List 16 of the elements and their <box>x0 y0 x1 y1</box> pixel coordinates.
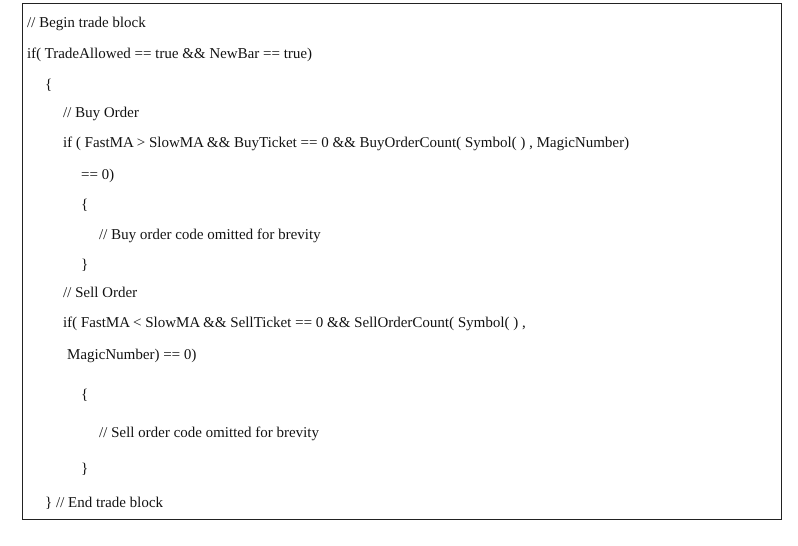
code-line: } // End trade block <box>45 494 164 512</box>
code-line: MagicNumber) == 0) <box>67 346 196 364</box>
code-line: { <box>81 386 88 404</box>
code-line: // Sell order code omitted for brevity <box>99 424 319 442</box>
code-line: // Sell Order <box>63 284 138 302</box>
code-line: // Buy order code omitted for brevity <box>99 226 321 244</box>
code-line: // Begin trade block <box>27 14 146 32</box>
code-line: if( FastMA < SlowMA && SellTicket == 0 && SellOrderCount( Symbol( ) , <box>63 314 526 332</box>
code-line: } <box>81 460 88 478</box>
code-line: // Buy Order <box>63 104 139 122</box>
code-line: } <box>81 256 88 274</box>
code-line: { <box>45 76 52 94</box>
code-line: == 0) <box>81 166 114 184</box>
code-line: if( TradeAllowed == true && NewBar == true) <box>27 45 312 63</box>
code-line: if ( FastMA > SlowMA && BuyTicket == 0 && BuyOrderCount( Symbol( ) , MagicNumber) <box>63 134 630 152</box>
code-line: { <box>81 196 88 214</box>
